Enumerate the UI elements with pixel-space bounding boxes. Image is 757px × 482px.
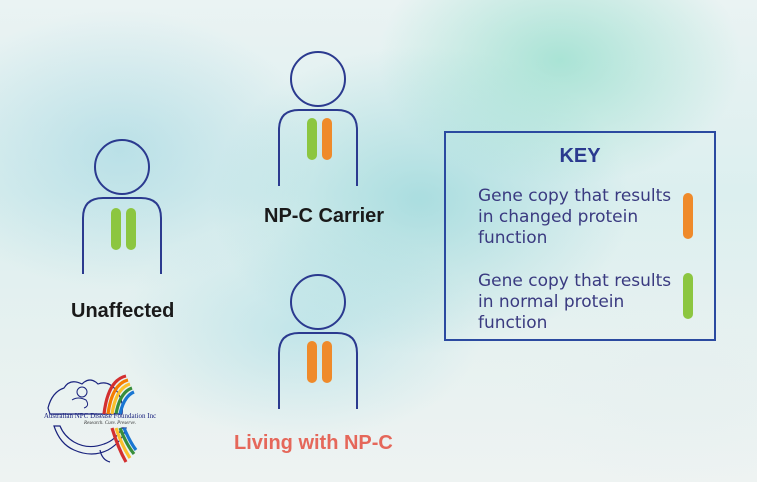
key-bar-changed [683, 193, 693, 239]
label-carrier: NP-C Carrier [264, 205, 385, 227]
gene-bar-normal [307, 118, 317, 160]
label-living-with-npc: Living with NP-C [234, 432, 393, 454]
gene-bar-normal [111, 208, 121, 250]
gene-bar-changed [307, 341, 317, 383]
key-item-changed-text: Gene copy that results in changed protei… [478, 186, 672, 248]
key-title: KEY [559, 145, 601, 167]
logo-name-text: Australian NPC Disease Foundation Inc [43, 412, 157, 420]
person-outline-icon [278, 51, 358, 186]
person-outline-icon [82, 139, 162, 274]
australia-rainbow-logo-icon [47, 374, 138, 463]
person-outline-icon [278, 274, 358, 409]
gene-bar-changed [322, 341, 332, 383]
key-panel: KEY Gene copy that results in changed pr… [444, 131, 716, 341]
foundation-logo: Australian NPC Disease Foundation Inc Re… [30, 370, 170, 470]
key-item-normal-text: Gene copy that results in normal protein… [478, 271, 672, 333]
logo-tagline-text: Research. Cure. Preserve. [83, 421, 137, 426]
gene-bar-normal [126, 208, 136, 250]
label-unaffected: Unaffected [71, 300, 175, 322]
person-carrier [277, 50, 359, 190]
gene-bar-changed [322, 118, 332, 160]
person-unaffected [81, 138, 163, 278]
person-living-with-npc [277, 273, 359, 413]
key-bar-normal [683, 273, 693, 319]
